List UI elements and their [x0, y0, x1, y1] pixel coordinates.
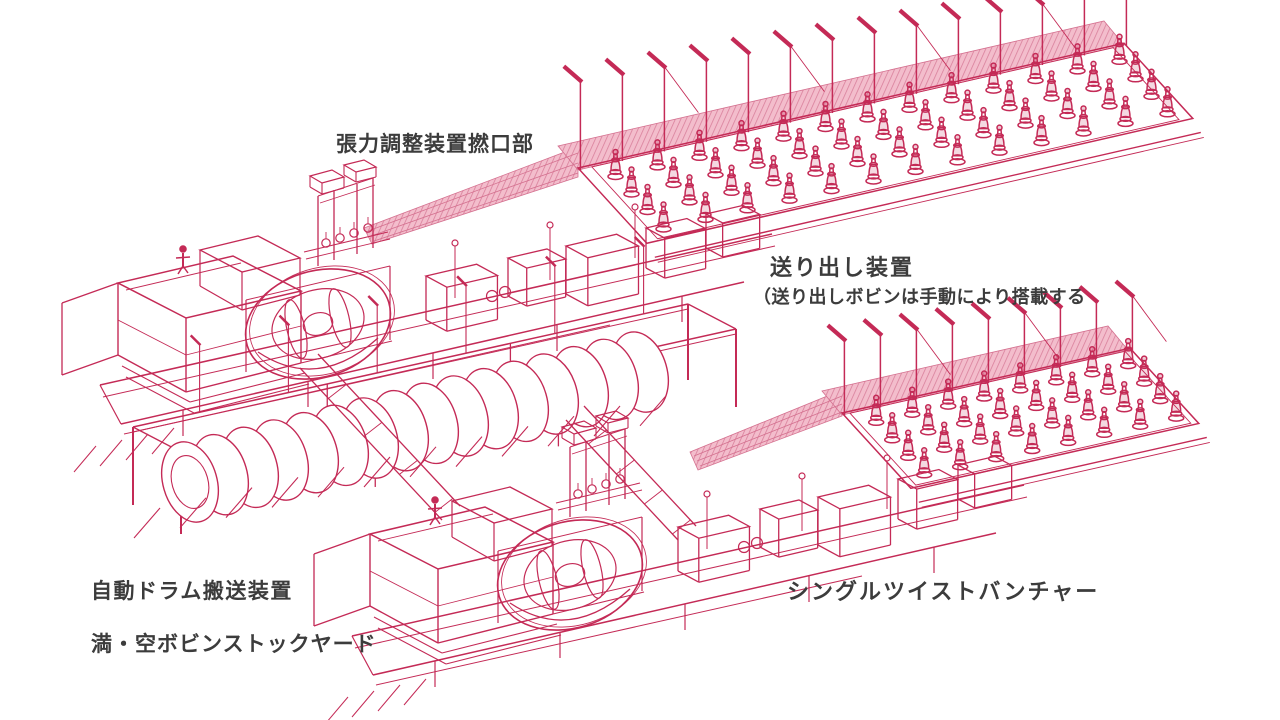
label-tension-adjuster: 張力調整装置撚口部	[336, 133, 534, 156]
label-payoff-device: 送り出し装置	[770, 255, 915, 280]
label-stock-yard: 満・空ボビンストックヤード	[91, 633, 377, 656]
payoff-stand-bottom	[826, 279, 1210, 508]
payoff-stand-top	[562, 0, 1204, 263]
label-payoff-note: （送り出しボビンは手動により搭載する	[753, 287, 1086, 307]
label-drum-transport: 自動ドラム搬送装置	[91, 580, 293, 603]
drum-stock-yard	[132, 236, 737, 539]
payoff-ribbon-top	[363, 20, 1125, 245]
label-single-twist-buncher: シングルツイストバンチャー	[787, 579, 1100, 604]
twist-buncher-machine-top	[61, 159, 776, 473]
